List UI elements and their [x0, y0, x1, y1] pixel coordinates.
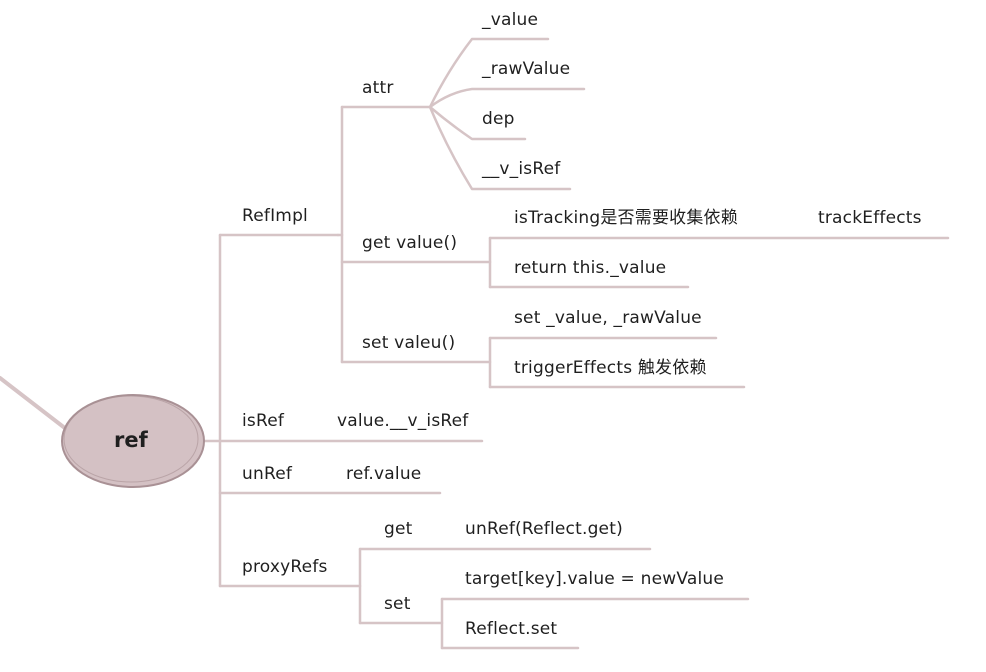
node-return-value[interactable]: return this._value: [514, 258, 667, 278]
root-node-sketch-outline: [63, 395, 199, 483]
root-incoming-edge: [0, 376, 72, 434]
node-attr[interactable]: attr: [362, 78, 394, 98]
node-trigger-effects[interactable]: triggerEffects 触发依赖: [514, 358, 707, 378]
node-refimpl[interactable]: RefImpl: [242, 206, 308, 226]
node-proxy-set-assign[interactable]: target[key].value = newValue: [465, 569, 725, 589]
node-set-assign[interactable]: set _value, _rawValue: [514, 308, 702, 328]
node-attr-v-isref[interactable]: __v_isRef: [482, 159, 561, 179]
node-isref[interactable]: isRef: [242, 411, 285, 431]
node-proxy-set[interactable]: set: [384, 594, 411, 614]
node-attr-value[interactable]: _value: [482, 10, 539, 30]
node-attr-rawvalue[interactable]: _rawValue: [482, 59, 571, 79]
node-istracking[interactable]: isTracking是否需要收集依赖: [514, 208, 738, 228]
root-node-label[interactable]: ref: [114, 428, 148, 452]
node-proxy-get-value[interactable]: unRef(Reflect.get): [465, 519, 623, 539]
node-proxyrefs[interactable]: proxyRefs: [242, 557, 328, 577]
node-isref-value[interactable]: value.__v_isRef: [337, 411, 469, 431]
root-node-shape[interactable]: [61, 394, 205, 488]
node-get-value[interactable]: get value(): [362, 233, 458, 253]
node-attr-dep[interactable]: dep: [482, 109, 515, 129]
node-trackeffects[interactable]: trackEffects: [818, 208, 922, 228]
node-set-valeu[interactable]: set valeu(): [362, 333, 456, 353]
edge-attr-rawvalue: [428, 87, 586, 109]
node-proxy-set-reflect[interactable]: Reflect.set: [465, 619, 558, 639]
node-unref-value[interactable]: ref.value: [346, 464, 422, 484]
edge-attr-dep: [428, 105, 527, 141]
edge-attr-v-isref: [428, 105, 572, 191]
edge-attr-value: [428, 37, 550, 109]
node-proxy-get[interactable]: get: [384, 519, 413, 539]
node-unref[interactable]: unRef: [242, 464, 293, 484]
